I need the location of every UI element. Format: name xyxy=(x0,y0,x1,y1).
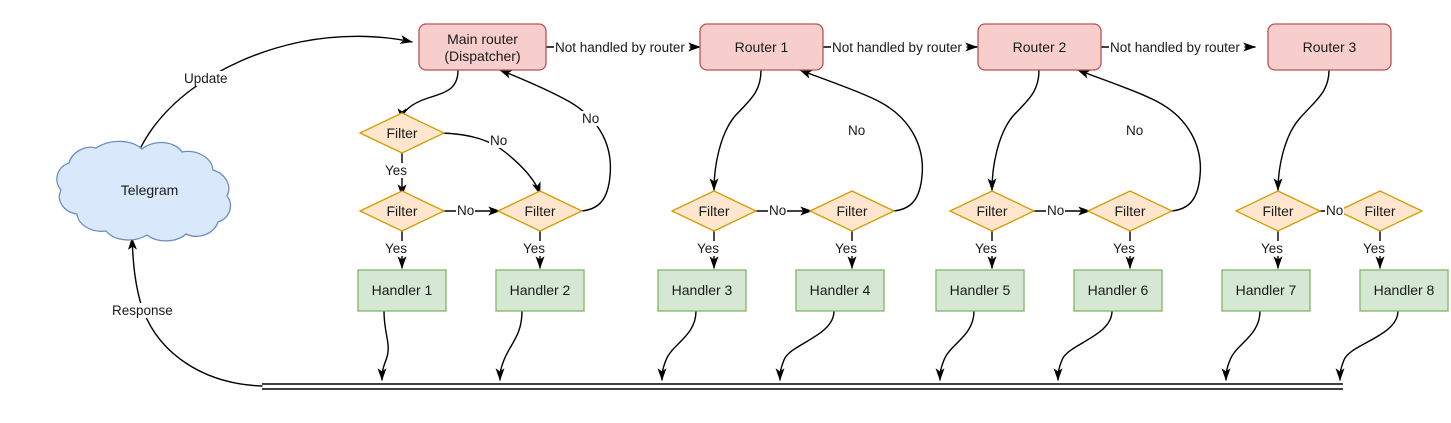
edge-handler5-to-bus xyxy=(935,310,975,381)
filter-r1-right-shape xyxy=(808,190,896,232)
edge-r1-to-filter-left xyxy=(709,69,762,191)
filter-main-left-shape xyxy=(358,190,446,232)
edge-filter-main-right-no-back xyxy=(499,69,612,212)
router3-shape xyxy=(1267,23,1392,71)
filter-r1-left-shape xyxy=(670,190,758,232)
filter-r3-left-shape xyxy=(1234,190,1322,232)
edge-handler6-to-bus xyxy=(1053,310,1113,381)
handler-7-shape xyxy=(1221,269,1311,312)
filter-r2-right-shape xyxy=(1086,190,1174,232)
response-bus xyxy=(262,383,1343,390)
telegram-cloud-shape xyxy=(56,140,232,242)
edge-r2-filter-right-no-back xyxy=(1077,69,1202,212)
edge-handler3-to-bus xyxy=(657,310,697,381)
edge-mr-to-filter-top xyxy=(397,69,459,121)
edge-handler4-to-bus xyxy=(775,310,835,381)
edge-handler1-to-bus xyxy=(377,310,389,381)
handler-2-shape xyxy=(495,269,585,312)
handler-5-shape xyxy=(935,269,1025,312)
edge-handler2-to-bus xyxy=(495,310,523,381)
edge-r1-filter-right-no-back xyxy=(799,69,924,212)
filter-r3-right-shape xyxy=(1336,190,1424,232)
filter-main-right-shape xyxy=(496,190,584,232)
edge-r2-to-filter-left xyxy=(987,69,1040,191)
handler-1-shape xyxy=(357,269,447,312)
edge-update xyxy=(132,35,413,168)
filter-main-top-shape xyxy=(358,112,446,154)
handler-8-shape xyxy=(1359,269,1449,312)
handler-4-shape xyxy=(795,269,885,312)
edge-handler8-to-bus xyxy=(1335,310,1399,381)
edge-handler7-to-bus xyxy=(1221,310,1261,381)
main-router-shape xyxy=(418,23,547,71)
router1-shape xyxy=(699,23,824,71)
filter-r2-left-shape xyxy=(948,190,1036,232)
edge-response xyxy=(128,237,263,387)
handler-3-shape xyxy=(657,269,747,312)
edge-r3-to-filter-left xyxy=(1273,69,1330,191)
router2-shape xyxy=(977,23,1102,71)
edge-filter-top-no xyxy=(441,132,541,195)
handler-6-shape xyxy=(1073,269,1163,312)
